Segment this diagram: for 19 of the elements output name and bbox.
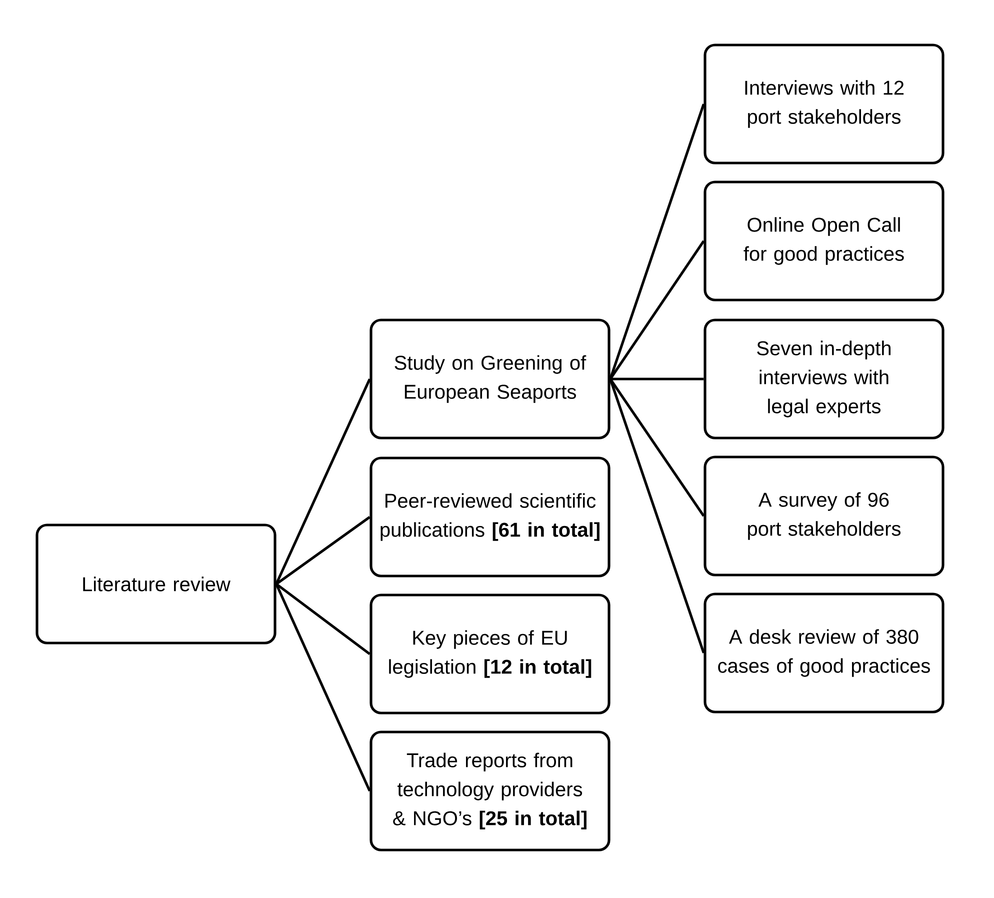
connector-line — [609, 240, 705, 380]
connector-line — [276, 516, 370, 586]
text-box: Peer-reviewed scientific publications [61 in total] — [370, 456, 610, 578]
connector-line — [609, 378, 705, 517]
text-box: Interviews with 12 port stakeholders — [704, 44, 944, 164]
text-box: Key pieces of EU legislation [12 in total] — [370, 594, 610, 714]
text-box: Online Open Call for good practices — [704, 180, 944, 302]
connector-line — [609, 104, 705, 380]
text-box: Study on Greening of European Seaports — [370, 318, 610, 440]
connector-line — [275, 378, 371, 585]
text-box: Trade reports from technology providers & NGO’s [25 in total] — [370, 730, 610, 852]
connector-line — [610, 378, 704, 380]
text-box: A survey of 96 port stakeholders — [704, 456, 944, 576]
text-box: Seven in-depth interviews with legal experts — [704, 318, 944, 440]
connector-line — [609, 378, 705, 654]
connector-line — [275, 583, 371, 792]
text-box: Literature review — [36, 524, 276, 644]
text-box: A desk review of 380 cases of good practices — [704, 592, 944, 714]
connector-line — [276, 582, 370, 656]
